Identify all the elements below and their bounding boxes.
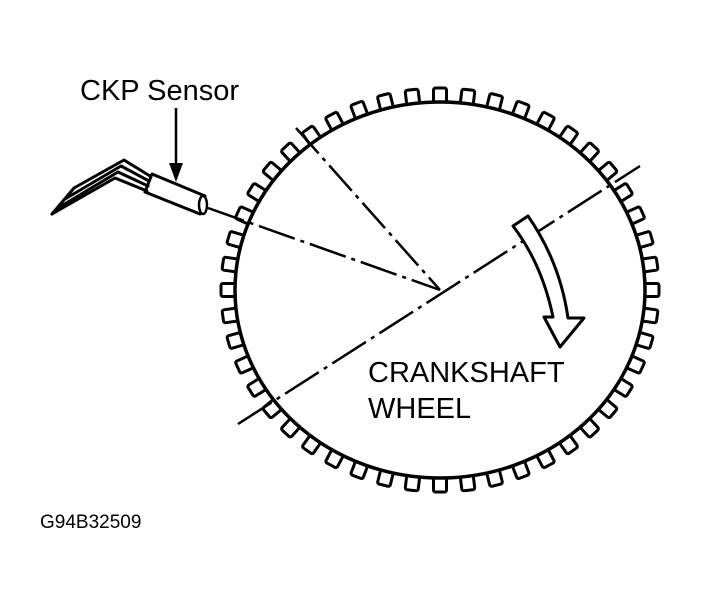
- figure-id-label: G94B32509: [40, 512, 141, 533]
- wheel-label: WHEEL: [368, 393, 471, 425]
- sensor-leader-arrow-icon: [169, 108, 183, 182]
- reference-lines: [207, 127, 641, 426]
- crankshaft-label: CRANKSHAFT: [368, 357, 565, 389]
- diameter-line: [237, 164, 641, 426]
- rotation-arrow-icon: [511, 214, 586, 349]
- ckp-sensor-body: [143, 172, 207, 216]
- sensor-wires: [50, 158, 152, 216]
- sensor-axis-line: [207, 206, 441, 292]
- reference-line-upper: [295, 127, 441, 291]
- ckp-sensor-label: CKP Sensor: [80, 75, 239, 107]
- ckp-sensor: [50, 158, 209, 216]
